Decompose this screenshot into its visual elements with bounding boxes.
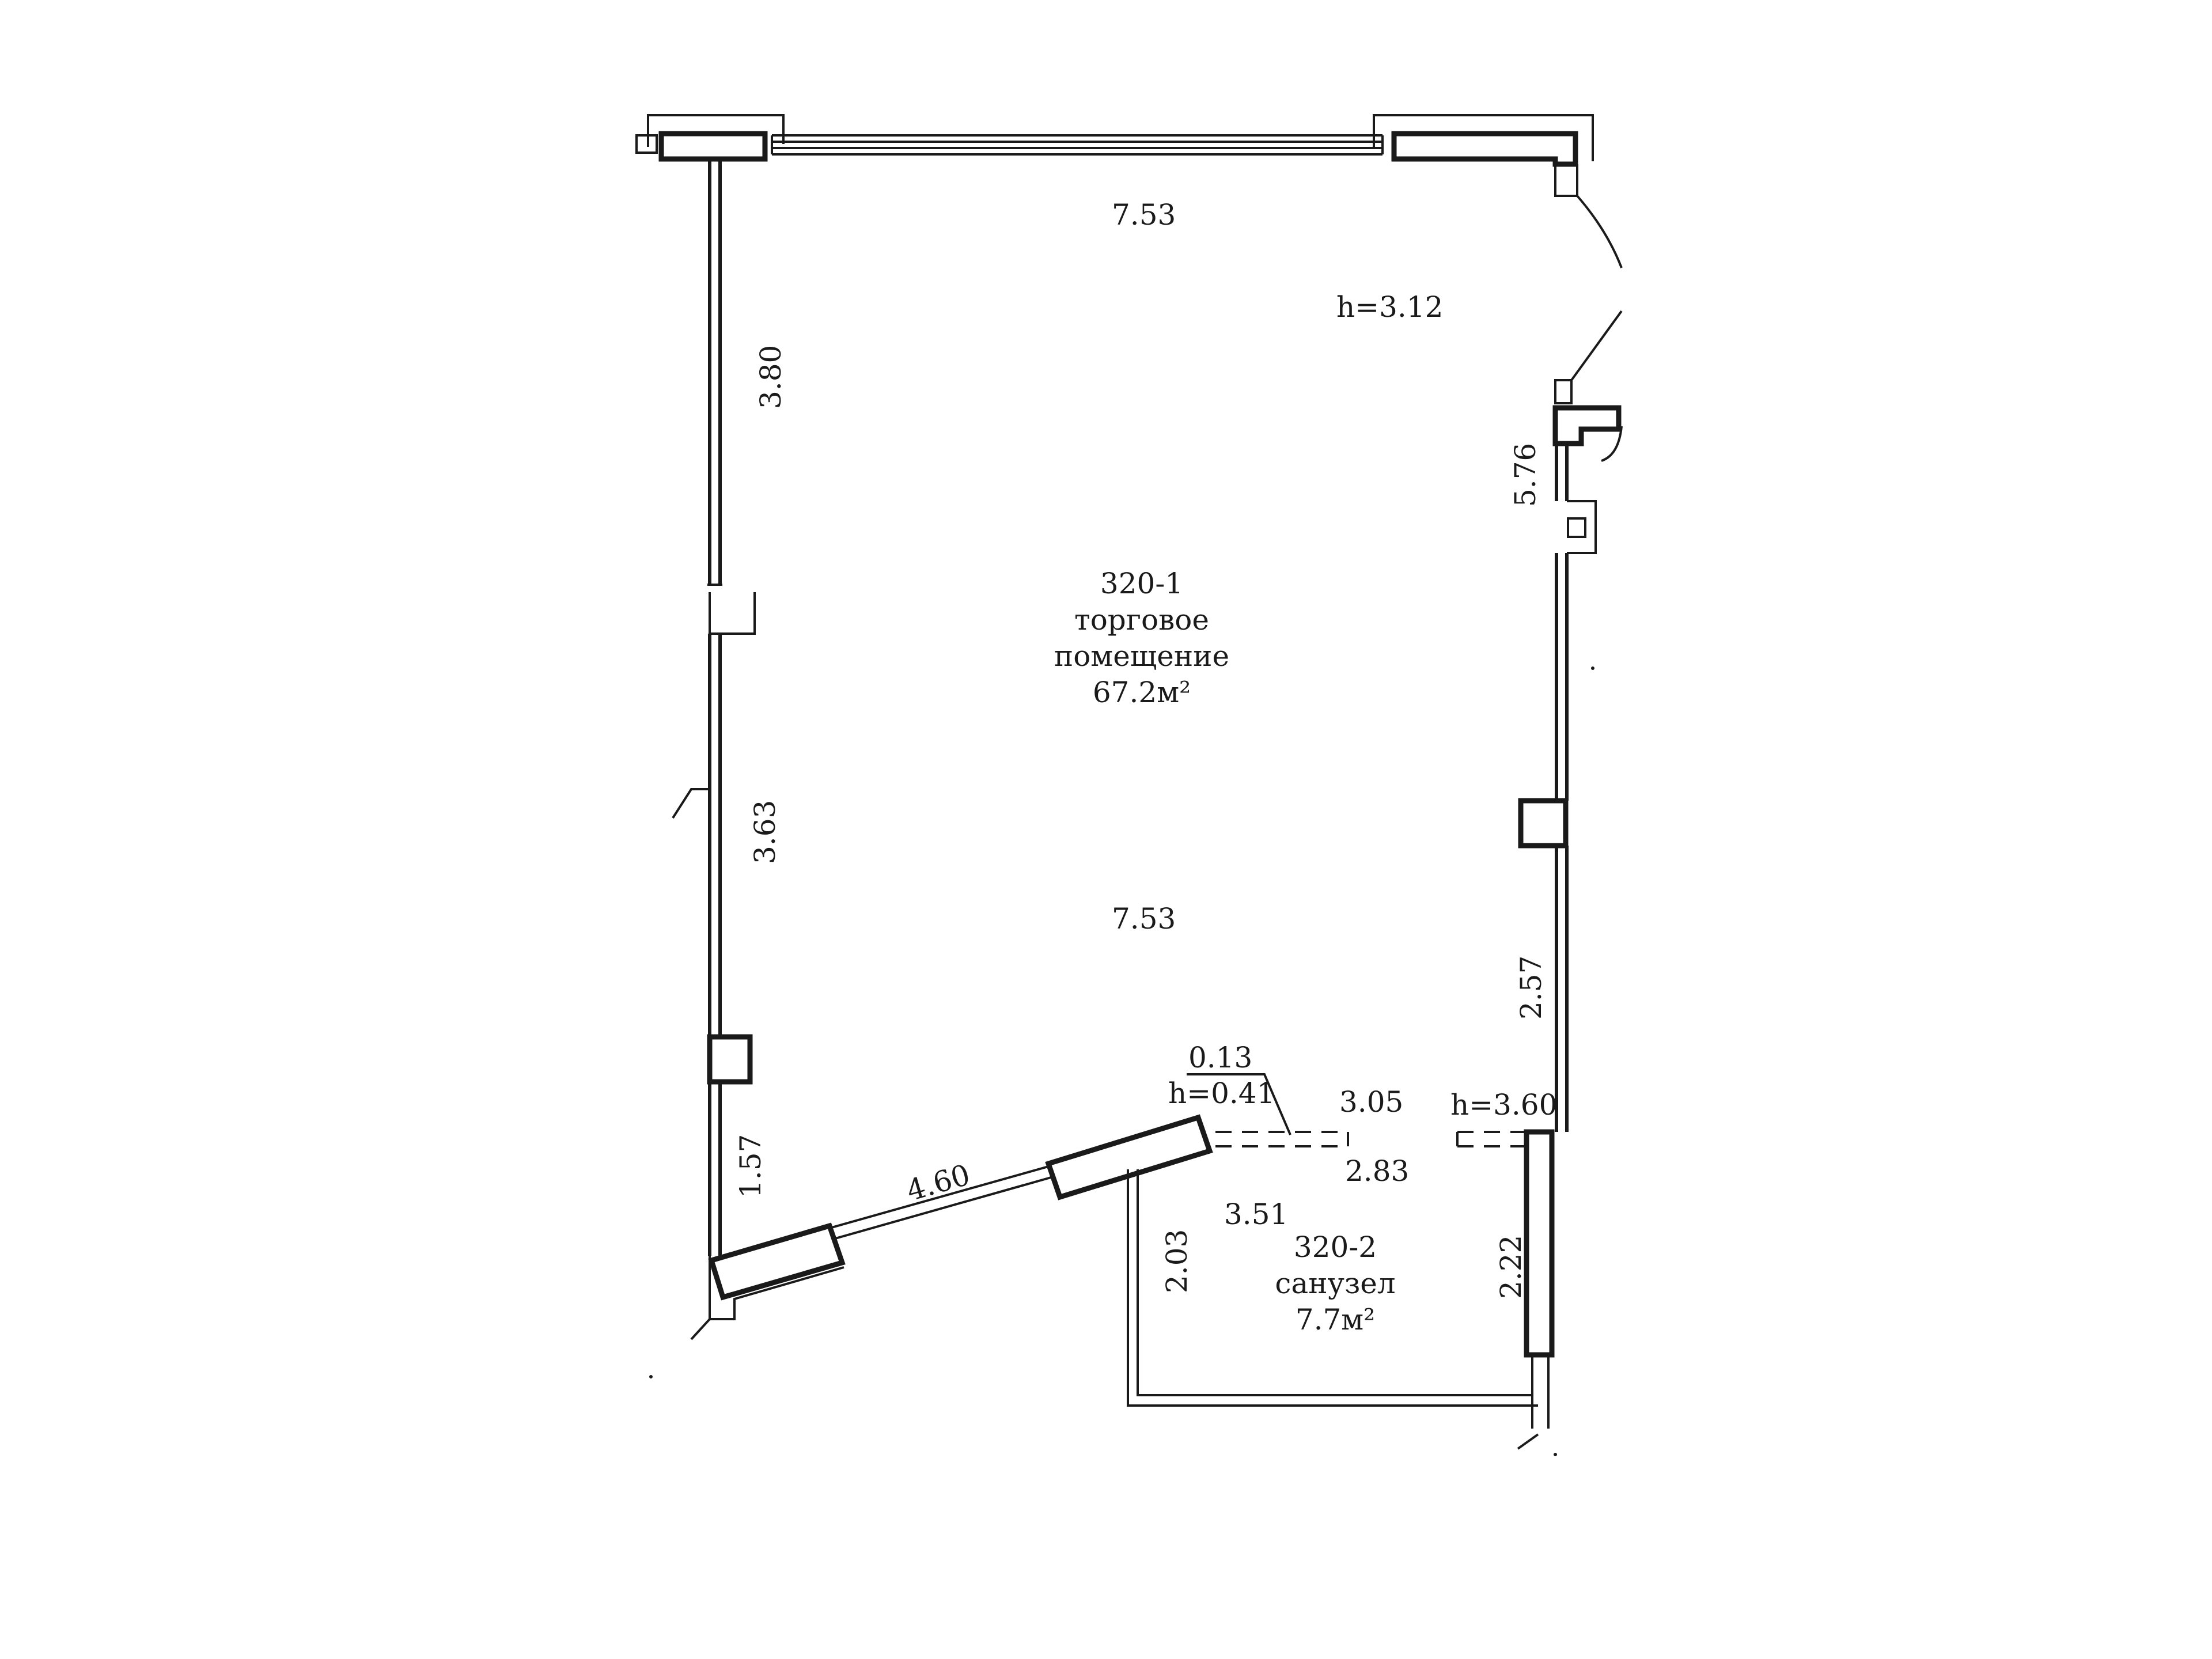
top-wall	[635, 114, 1594, 197]
room-name: санузел	[1275, 1267, 1395, 1300]
room-name: помещение	[1054, 639, 1229, 673]
dim-ceiling-height: h=3.12	[1336, 290, 1443, 324]
dim-bath-width: 3.51	[1224, 1198, 1288, 1231]
dim-bath-left: 2.03	[1160, 1229, 1194, 1293]
room-label-320-1: 320-1 торговое помещение 67.2м²	[1054, 567, 1229, 709]
left-wall	[672, 159, 844, 1340]
room-name: торговое	[1074, 603, 1209, 637]
dim-niche-height: h=0.41	[1168, 1077, 1275, 1110]
right-wall	[1518, 195, 1623, 1132]
dim-diagonal-wall: 4.60	[903, 1158, 974, 1207]
diagonal-wall	[708, 1114, 1213, 1301]
dim-left-lower: 1.57	[734, 1134, 767, 1198]
drawing-specks	[649, 666, 1594, 1456]
dim-bath-right: 2.22	[1494, 1235, 1528, 1299]
dim-top-width: 7.53	[1112, 198, 1176, 232]
room-label-320-2: 320-2 санузел 7.7м²	[1275, 1230, 1395, 1336]
room-area: 67.2м²	[1093, 676, 1191, 709]
dim-left-middle: 3.63	[748, 800, 782, 864]
room-number: 320-1	[1100, 567, 1183, 600]
dim-bath-top-inner: 2.83	[1345, 1154, 1409, 1188]
dim-bath-top: 3.05	[1339, 1085, 1403, 1119]
dim-bath-opening-height: h=3.60	[1450, 1088, 1557, 1122]
room-area: 7.7м²	[1296, 1303, 1375, 1336]
bathroom-walls	[1127, 1129, 1555, 1450]
dim-middle-width: 7.53	[1112, 902, 1176, 935]
dim-right-upper: 5.76	[1509, 443, 1542, 507]
openings	[1187, 1073, 1527, 1147]
dim-niche-width: 0.13	[1188, 1041, 1252, 1074]
dim-left-upper: 3.80	[754, 345, 787, 409]
dim-right-lower: 2.57	[1514, 956, 1548, 1020]
room-number: 320-2	[1294, 1230, 1377, 1264]
